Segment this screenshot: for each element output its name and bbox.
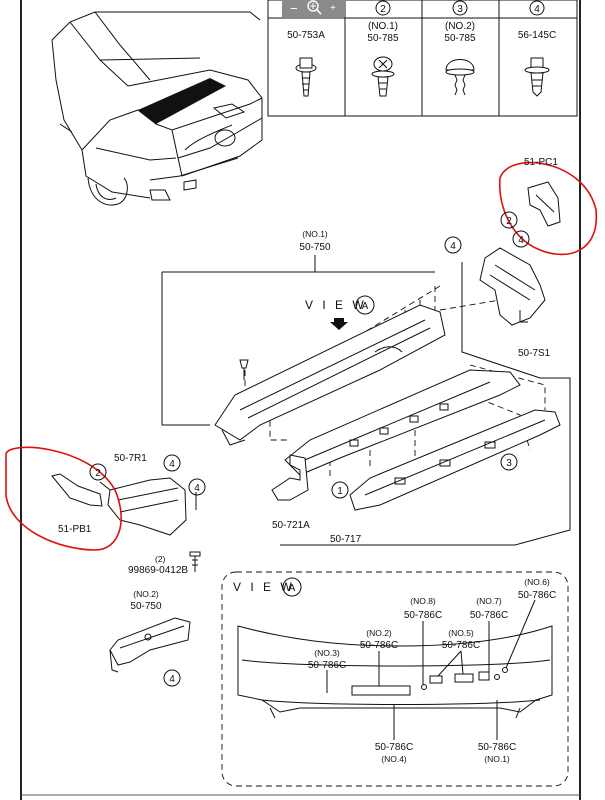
fastener-table: − + 2 3 4 50-753A (NO.1) 50-785 (NO.2) 5… xyxy=(267,0,578,117)
zoom-toolbar[interactable]: − + xyxy=(282,0,346,17)
callout-1: 1 xyxy=(337,486,343,497)
label-50-750-no: (NO.1) xyxy=(302,229,328,239)
bracket-50-750-no2 xyxy=(109,617,191,666)
label-no2-part: 50-786C xyxy=(360,640,398,651)
highlight-51-pb1 xyxy=(5,446,122,551)
label-99869-0412b: 99869-0412B xyxy=(128,565,188,576)
callout-2-left: 2 xyxy=(95,468,101,479)
label-no5-patch-b xyxy=(454,673,474,683)
label-no1: (NO.1) xyxy=(484,754,510,764)
label-no5: (NO.5) xyxy=(448,628,474,638)
table-no-3: (NO.2) xyxy=(445,21,475,32)
vehicle-illustration xyxy=(51,11,263,206)
label-50-721a: 50-721A xyxy=(272,520,310,531)
label-no4: (NO.4) xyxy=(381,754,407,764)
label-50-717: 50-717 xyxy=(330,534,362,545)
label-no5-patch-a xyxy=(429,675,443,684)
trim-51-pc1 xyxy=(527,181,561,227)
table-index-2: 2 xyxy=(380,4,386,15)
label-no7-part: 50-786C xyxy=(470,610,508,621)
label-50-750: 50-750 xyxy=(299,242,331,253)
push-pin-icon xyxy=(445,59,475,96)
label-no8: (NO.8) xyxy=(410,596,436,606)
label-no3: (NO.3) xyxy=(314,648,340,658)
label-no5-part: 50-786C xyxy=(442,640,480,651)
table-part-1: 50-753A xyxy=(287,30,325,41)
callout-3: 3 xyxy=(506,458,512,469)
screw-icon xyxy=(295,57,317,97)
label-no2: (NO.2) xyxy=(366,628,392,638)
table-part-4: 56-145C xyxy=(518,30,556,41)
label-51-pc1: 51-PC1 xyxy=(524,157,558,168)
label-50-7s1: 50-7S1 xyxy=(518,348,551,359)
callout-2-right: 2 xyxy=(506,216,512,227)
view-a-letter: A xyxy=(362,301,369,312)
table-part-2: 50-785 xyxy=(367,33,399,44)
magnifier-plus-icon[interactable] xyxy=(307,0,322,15)
clip-56-145c-icon xyxy=(524,57,550,97)
label-50-750-no2: 50-750 xyxy=(130,601,162,612)
table-index-4: 4 xyxy=(534,4,540,15)
cowl-highlight xyxy=(138,78,226,124)
zoom-in-icon[interactable]: + xyxy=(330,3,336,14)
table-index-3: 3 xyxy=(457,4,463,15)
label-no2-patch xyxy=(351,685,411,696)
bracket-50-721a xyxy=(271,454,309,501)
label-no8-part: 50-786C xyxy=(404,610,442,621)
table-part-3: 50-785 xyxy=(444,33,476,44)
view-a-box-heading: V I E W xyxy=(233,580,295,594)
label-50-7r1: 50-7R1 xyxy=(114,453,147,464)
cowl-lower-panel xyxy=(284,369,521,476)
label-51-pb1: 51-PB1 xyxy=(58,524,92,535)
callout-4-right: 4 xyxy=(518,235,524,246)
zoom-out-icon[interactable]: − xyxy=(290,1,298,16)
callout-4-top: 4 xyxy=(450,241,456,252)
label-50-750-no2-qualifier: (NO.2) xyxy=(133,589,159,599)
view-a-panel-shape xyxy=(237,625,553,713)
callout-4-left-b: 4 xyxy=(194,483,200,494)
view-arrow-icon xyxy=(330,318,348,330)
label-no1-part: 50-786C xyxy=(478,742,516,753)
view-a-panel xyxy=(221,571,569,787)
callout-4-bottom: 4 xyxy=(169,674,175,685)
circled-numbers: 4 2 4 4 4 2 3 1 4 xyxy=(89,211,530,687)
label-bolt-qty: (2) xyxy=(155,554,166,564)
label-no7-patch xyxy=(478,671,490,681)
seal-50-717 xyxy=(349,409,561,511)
callout-4-left: 4 xyxy=(169,459,175,470)
left-subassembly xyxy=(51,473,201,673)
table-no-2: (NO.1) xyxy=(368,21,398,32)
clip-no1-icon xyxy=(371,56,395,97)
view-a-box-letter: A xyxy=(289,583,296,594)
highlight-51-pc1 xyxy=(499,161,598,256)
label-no6: (NO.6) xyxy=(524,577,550,587)
view-a-heading: V I E W xyxy=(305,298,367,312)
label-no4-part: 50-786C xyxy=(375,742,413,753)
label-no7: (NO.7) xyxy=(476,596,502,606)
main-assembly xyxy=(161,181,571,546)
label-no6-part: 50-786C xyxy=(518,590,556,601)
bracket-50-7s1 xyxy=(479,247,546,326)
label-no3-part: 50-786C xyxy=(308,660,346,671)
trim-51-pb1 xyxy=(51,473,103,507)
